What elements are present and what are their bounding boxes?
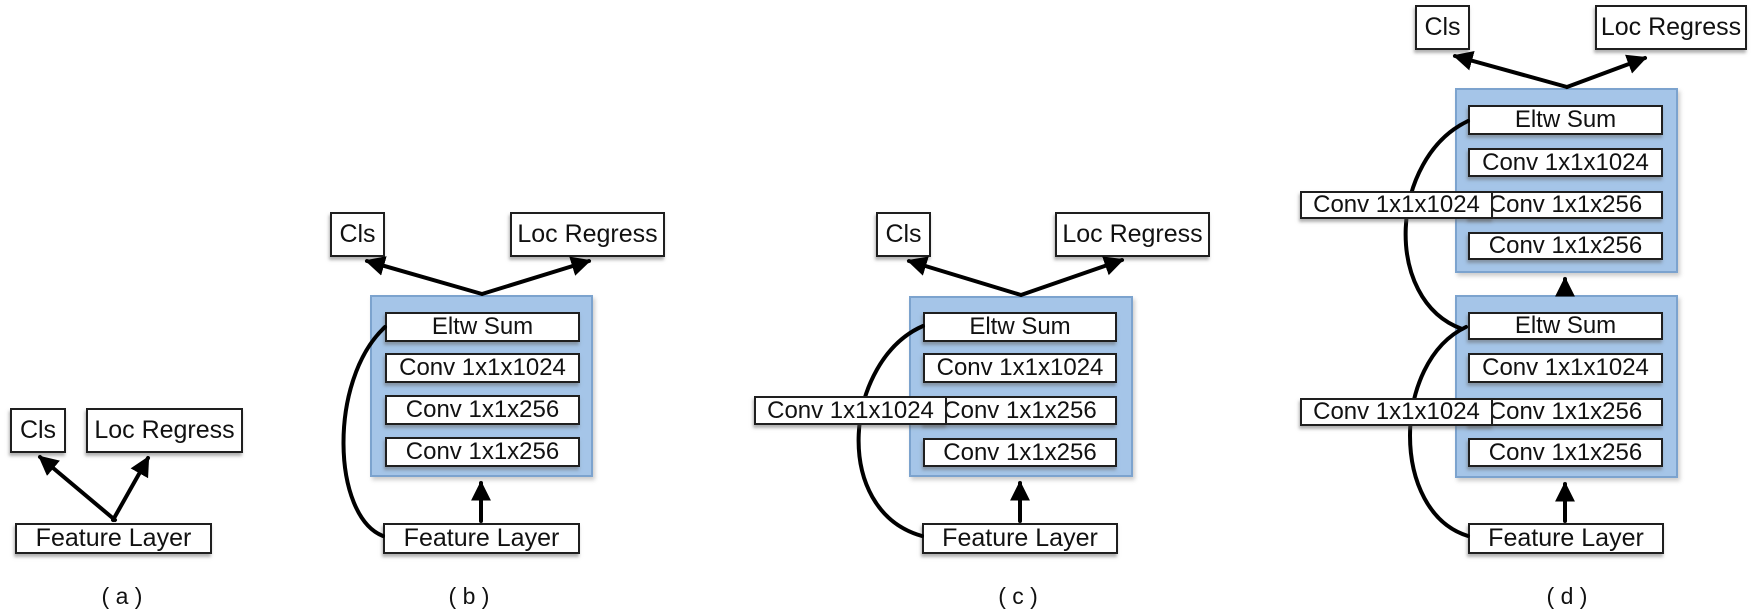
panel-a-cls-box: Cls: [10, 408, 66, 453]
panel-b-caption: ( b ): [448, 583, 490, 609]
panel-a-loc-regress-box: Loc Regress: [86, 408, 243, 453]
panel-d-top-eltw-sum-row: Eltw Sum: [1468, 105, 1663, 135]
panel-d-bottom-conv-1024-row: Conv 1x1x1024: [1468, 353, 1663, 383]
panel-b-conv-256-row-2: Conv 1x1x256: [385, 437, 580, 467]
arrow-a-feature-to-cls: [38, 455, 117, 522]
panel-c-side-conv-1024-box: Conv 1x1x1024: [754, 396, 947, 425]
panel-b-cls-box: Cls: [330, 212, 385, 257]
panel-d-bottom-side-conv-1024-box: Conv 1x1x1024: [1300, 398, 1493, 426]
panel-b-conv-256-row-1: Conv 1x1x256: [385, 395, 580, 425]
arrow-d-block-to-cls: [1452, 51, 1569, 89]
panel-b-conv-1024-row: Conv 1x1x1024: [385, 353, 580, 383]
panel-c-conv-256-row-2: Conv 1x1x256: [923, 438, 1117, 467]
panel-c-caption: ( c ): [998, 583, 1038, 609]
panel-a-caption: ( a ): [101, 583, 143, 609]
arrow-c-block-to-cls: [906, 256, 1023, 297]
panel-b-feature-layer-box: Feature Layer: [383, 523, 580, 554]
panel-b-loc-regress-box: Loc Regress: [510, 212, 665, 257]
panel-d-bottom-conv-256-row-1: Conv 1x1x256: [1468, 398, 1663, 426]
panel-d-feature-layer-box: Feature Layer: [1468, 523, 1664, 554]
panel-c-cls-box: Cls: [876, 212, 931, 257]
panel-c-eltw-sum-row: Eltw Sum: [923, 312, 1117, 342]
arrow-b-block-to-cls: [364, 256, 484, 296]
panel-c-conv-256-row-1: Conv 1x1x256: [923, 396, 1117, 425]
arrow-a-feature-to-loc: [111, 455, 150, 522]
panel-c-conv-1024-row: Conv 1x1x1024: [923, 353, 1117, 383]
panel-b-eltw-sum-row: Eltw Sum: [385, 312, 580, 342]
panel-d-top-conv-256-row-2: Conv 1x1x256: [1468, 232, 1663, 260]
panel-d-top-side-conv-1024-box: Conv 1x1x1024: [1300, 191, 1493, 219]
panel-d-loc-regress-box: Loc Regress: [1595, 5, 1747, 50]
panel-d-cls-box: Cls: [1415, 5, 1470, 50]
panel-d-top-conv-1024-row: Conv 1x1x1024: [1468, 148, 1663, 177]
panel-a-feature-layer-box: Feature Layer: [15, 523, 212, 554]
panel-c-loc-regress-box: Loc Regress: [1055, 212, 1210, 257]
panel-d-caption: ( d ): [1546, 583, 1588, 609]
arrow-b-block-to-loc: [480, 256, 592, 296]
panel-c-feature-layer-box: Feature Layer: [922, 523, 1118, 554]
panel-d-bottom-eltw-sum-row: Eltw Sum: [1468, 312, 1663, 340]
arrow-c-block-to-loc: [1019, 256, 1125, 297]
panel-d-bottom-conv-256-row-2: Conv 1x1x256: [1468, 438, 1663, 467]
arrow-d-block-to-loc: [1565, 54, 1648, 89]
panel-d-top-conv-256-row-1: Conv 1x1x256: [1468, 191, 1663, 219]
